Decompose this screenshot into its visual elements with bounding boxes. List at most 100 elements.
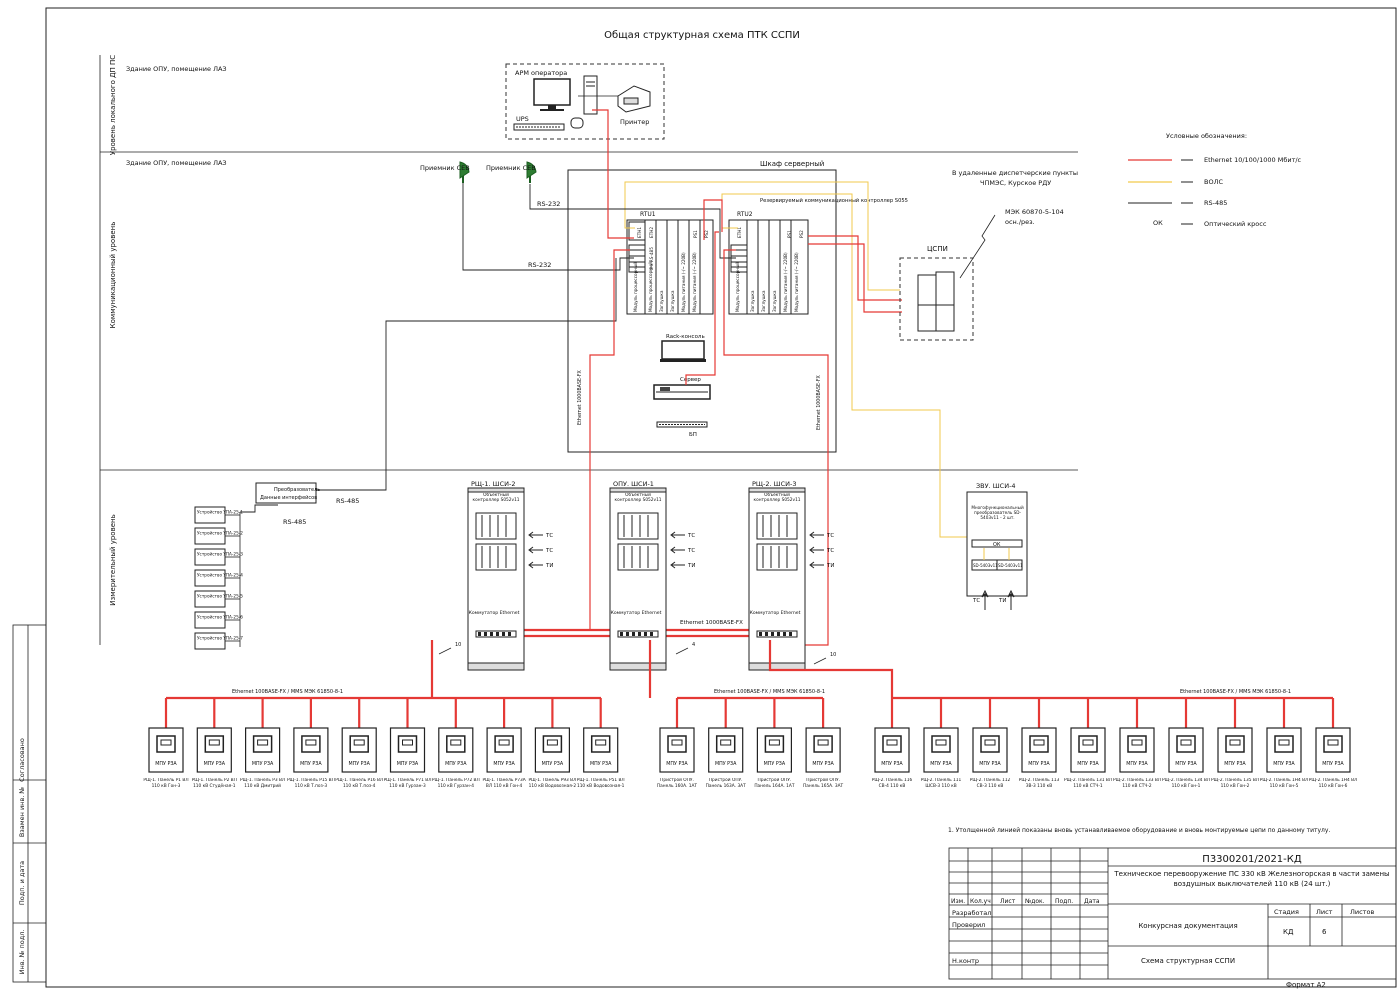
rtu2-module: Заглушка: [761, 290, 766, 312]
relay-terminal-label: МПУ РЗА: [155, 761, 177, 767]
bus-label: Ethernet 100BASE-FX / ММS МЭК 61850-8-1: [1180, 689, 1291, 695]
relay-terminal-label: МПУ РЗА: [1028, 761, 1050, 767]
rtu2-controller: RTU2 Резервируемый коммуникационный конт…: [728, 197, 908, 315]
level-label-comm: Коммуникационный уровень: [109, 222, 117, 329]
interface-converter: [255, 482, 317, 504]
relay-panel-caption: РЩ-2. Панель 113 ЗВ-3 110 кВ: [1018, 778, 1060, 789]
rs485-label: RS-485: [283, 518, 306, 526]
level-label-local: Уровень локального ДП ПС: [109, 55, 117, 155]
side-stamp-label: Взамен инв. №: [18, 787, 26, 838]
legend-label: Оптический кросс: [1204, 220, 1267, 228]
note: 1. Утолщенной линией показаны вновь уста…: [948, 827, 1330, 834]
rtu2-module: Заглушка: [750, 290, 755, 312]
diagram-title: Общая структурная схема ПТК ССПИ: [604, 30, 800, 41]
switch-label: Коммутатор Ethernet: [611, 610, 662, 616]
zvu-ok: ОК: [993, 542, 1001, 548]
relay-panel-caption: РЩ-2. Панель 116 СВ-4 110 кВ: [871, 778, 913, 789]
upa-device-label: Устройство УПА-25-4: [197, 573, 243, 578]
printer-label: Принтер: [620, 118, 649, 126]
relay-terminal-label: МПУ РЗА: [397, 761, 419, 767]
rtu2-module: Модуль процессорный: [735, 262, 740, 312]
system-unit-icon: [583, 75, 598, 115]
controller-module: [475, 543, 517, 571]
lightning-link: [959, 214, 996, 279]
stamp-sheet: 6: [1322, 928, 1327, 936]
relay-panel-caption: РЩ-1. Панель Р93 ВЛ 110 кВ Водовозная-2: [528, 778, 577, 789]
relay-terminal-label: МПУ РЗА: [1224, 761, 1246, 767]
relay-panel-caption: РЩ-2. Панель 131 ВЛ 110 кВ СТЧ-1: [1063, 778, 1112, 789]
relay-panel-caption: РЩ-1. Панель Р73А ВЛ 110 кВ Гон-4: [482, 778, 526, 789]
input-arrow-icon: [528, 546, 534, 554]
relay-terminal-label: МПУ РЗА: [348, 761, 370, 767]
rtu2-port: ETH1: [737, 227, 742, 238]
arm-box: [505, 63, 665, 140]
relay-panel-caption: РЩ-2. Панель 133 ВЛ 110 кВ СТЧ-2: [1112, 778, 1161, 789]
controller-module: [617, 512, 659, 540]
cspi-label: ЦСПИ: [927, 245, 948, 253]
rtu1-module: Модуль питания (-/~ 220В): [681, 252, 686, 312]
zvu-title: ЗВУ. ШСИ-4: [976, 482, 1016, 490]
relay-terminal-label: МПУ РЗА: [590, 761, 612, 767]
upa-device-label: Устройство УПА-25-6: [197, 615, 243, 620]
relay-terminal: МПУ РЗА РЩ-1. Панель Р2 ВЛ 110 кВ Студёна…: [191, 698, 237, 789]
rtu1-port: ETH2: [649, 227, 654, 238]
relay-panel-caption: РЩ-1. Панель Р3 ВЛ 110 кВ Дмитрий: [240, 778, 286, 789]
optical-cross: [971, 539, 1023, 548]
relay-terminal: МПУ РЗА РЩ-2. Панель 135 ВЛ 110 кВ Гон-2: [1210, 698, 1259, 789]
fiber-count: 4: [692, 642, 695, 648]
stamp-role: Проверил: [952, 921, 985, 929]
relay-terminal-label: МПУ РЗА: [1175, 761, 1197, 767]
side-stamp-label: Подп. и дата: [18, 861, 26, 905]
ups-icon: [513, 123, 565, 131]
relay-terminal: МПУ РЗА РЩ-1. Панель Р1 ВЛ 110 кВ Гон-3: [143, 698, 189, 789]
stamp-header: №док.: [1025, 898, 1045, 905]
relay-panel-caption: РЩ-1. Панель Р1 ВЛ 110 кВ Гон-3: [143, 778, 189, 789]
controller-module: [756, 543, 798, 571]
relay-panel-caption: РЩ-1. Панель Р72 ВЛ 110 кВ Гурзан-4: [431, 778, 480, 789]
input-arrow-icon: [670, 546, 676, 554]
stamp-format: Формат А2: [1286, 981, 1326, 989]
stamp-project: Техническое перевооружение ПС 330 кВ Жел…: [1114, 870, 1390, 888]
receiver-label: Приемник СЕВ: [420, 164, 470, 172]
cabinet-title: РЩ-2. ШСИ-3: [752, 480, 796, 488]
upa-device-label: Устройство УПА-25-3: [197, 552, 243, 557]
legend-label: Ethernet 10/100/1000 Мбит/с: [1204, 156, 1302, 164]
relay-panel-caption: РЩ-1. Панель Р2 ВЛ 110 кВ Студёная-1: [191, 778, 237, 789]
input-arrow-icon: [809, 531, 815, 539]
ethernet-line: [589, 109, 902, 646]
cabinet-title: ОПУ. ШСИ-1: [613, 480, 654, 488]
stamp-doc-type: Конкурсная документация: [1138, 922, 1237, 930]
relay-terminal-label: МПУ РЗА: [204, 761, 226, 767]
monitor-icon: [533, 78, 571, 111]
stamp-header: Дата: [1084, 898, 1100, 905]
satellite-dish-icon: [459, 161, 470, 183]
rack-console-icon: [660, 340, 706, 362]
input-arrow-icon: [670, 561, 676, 569]
cspi-cabinet-icon: [917, 271, 955, 332]
power-unit-icon: [656, 421, 708, 428]
cspi-box: [899, 257, 974, 341]
rtu2-label: RTU2: [737, 211, 753, 218]
relay-panel-caption: РЩ-2. Панель 135 ВЛ 110 кВ Гон-2: [1210, 778, 1259, 789]
relay-panel-caption: РЩ-1. Панель Р15 ВЛ 110 кВ Т.поз-3: [286, 778, 335, 789]
signal-label: ТИ: [545, 563, 553, 569]
switch-label: Коммутатор Ethernet: [750, 610, 801, 616]
ups-label: UPS: [516, 115, 529, 123]
rtu2-module: Заглушка: [772, 290, 777, 312]
legend-label: ВОЛС: [1204, 178, 1223, 186]
stamp-header: Кол.уч: [970, 898, 991, 905]
